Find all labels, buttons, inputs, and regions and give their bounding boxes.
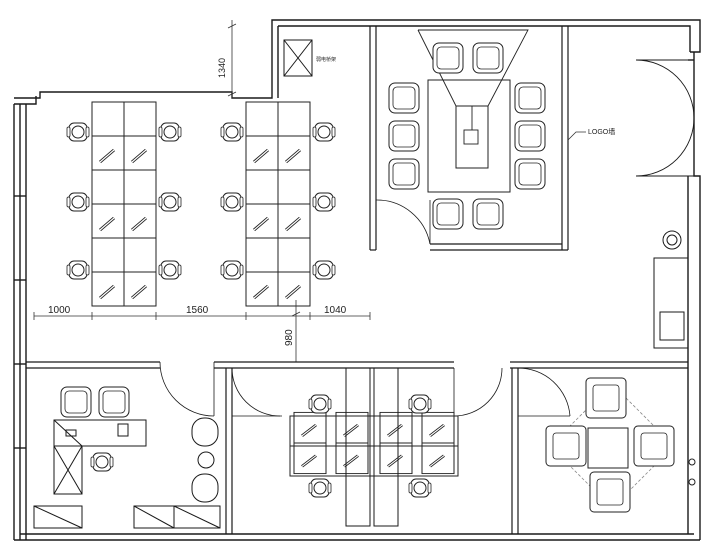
dim-1000-label: 1000	[48, 305, 71, 316]
logo-note: LOGO墙	[588, 127, 615, 136]
logo-leader	[567, 131, 586, 141]
projector-beam	[417, 29, 529, 169]
conference-table	[427, 79, 511, 193]
office-doors	[159, 361, 571, 417]
entrance-door	[635, 59, 695, 177]
elevator-shaft	[283, 39, 313, 77]
reception-desk	[653, 230, 688, 349]
dimension-1340	[227, 20, 237, 98]
manager-office	[33, 419, 221, 529]
workstation-cluster-left	[90, 101, 158, 308]
workstation-cluster-right	[244, 101, 312, 308]
elevator-note: 弱电桥架	[316, 56, 336, 63]
dim-1040-label: 1040	[324, 305, 347, 316]
dimension-row	[33, 312, 371, 320]
dimension-980	[291, 300, 301, 362]
dim-980-label: 980	[284, 329, 295, 346]
manager-sofa-round	[191, 417, 219, 503]
dim-1560-label: 1560	[186, 305, 209, 316]
middle-office-partitions	[345, 367, 399, 527]
meeting-room-walls	[369, 26, 569, 251]
dim-1340-label: 1340	[217, 58, 227, 78]
meeting-chairs	[388, 42, 546, 230]
manager-chairs	[60, 386, 130, 472]
lounge-area	[545, 377, 696, 513]
corridor-wall	[26, 361, 688, 534]
open-office-chairs	[66, 122, 336, 280]
